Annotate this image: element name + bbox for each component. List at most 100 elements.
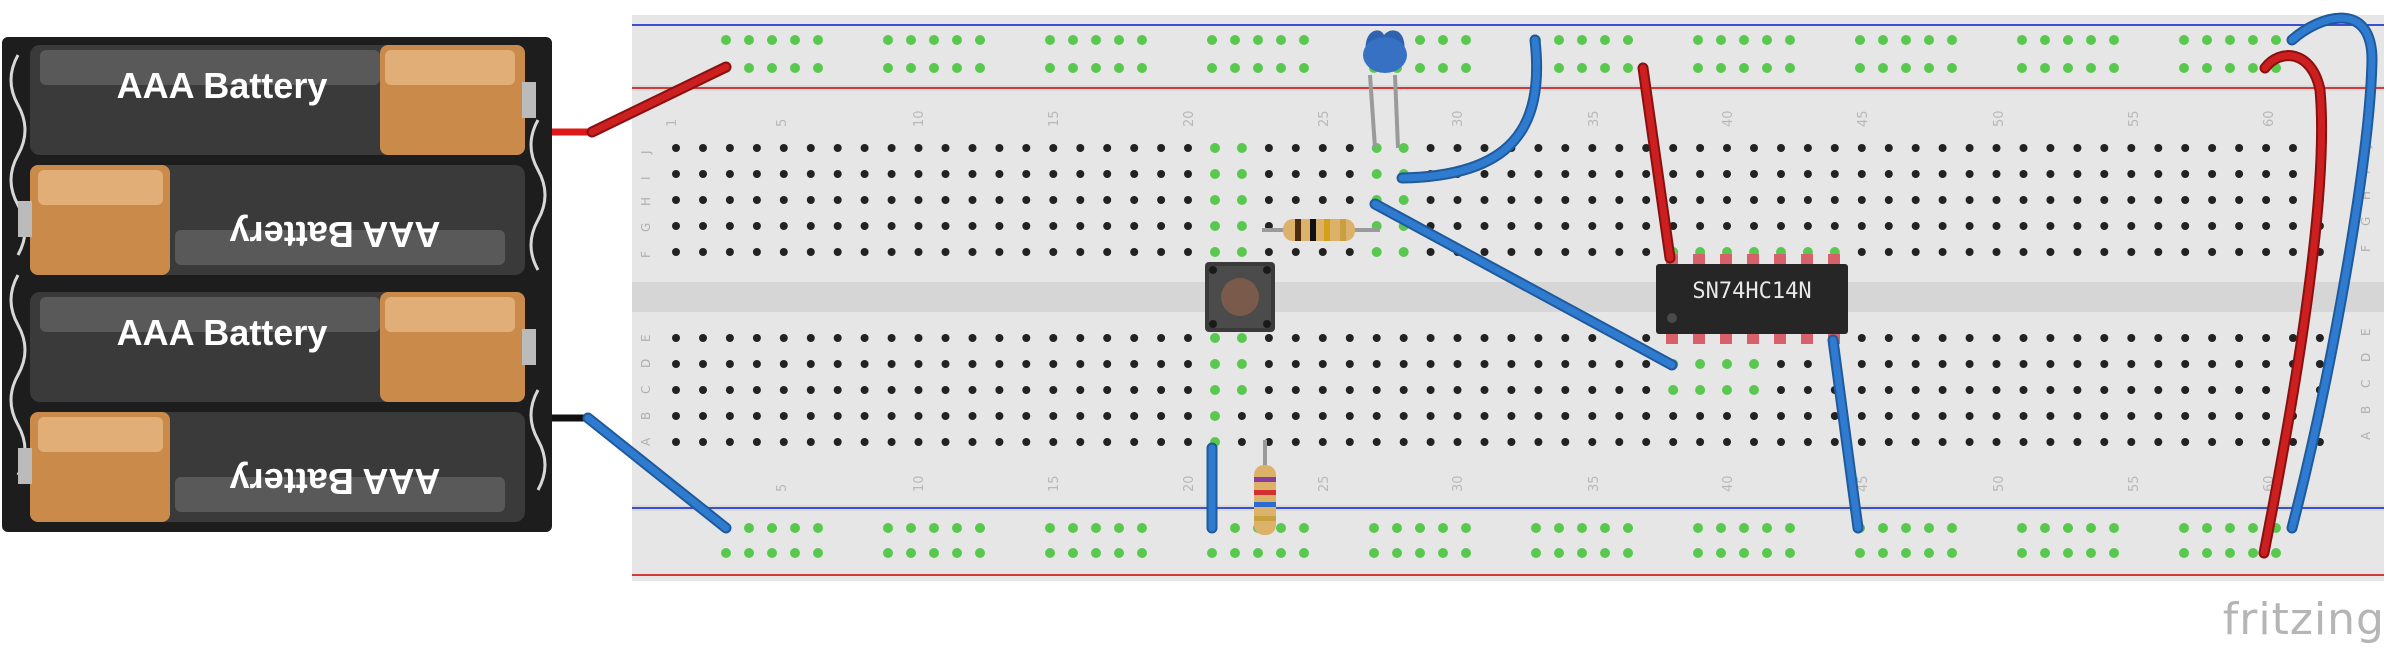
- hole-bottom-52-0: [2046, 334, 2055, 342]
- battery-cell-1: AAA Battery: [30, 45, 536, 155]
- hole-bottom-25-1: [1318, 360, 1327, 368]
- hole-top-29-2: [1426, 196, 1435, 204]
- hole-top-16-0: [1076, 144, 1085, 152]
- rail-hole-1-5-2: [1577, 63, 1587, 73]
- hole-top-47-3: [1911, 222, 1920, 230]
- rail-hole-3-9-0: [2179, 548, 2189, 558]
- row-label-b-right: B: [2359, 406, 2373, 414]
- hole-top-44-3: [1830, 222, 1839, 230]
- hole-top-1-4: [672, 248, 680, 256]
- hole-bottom-46-2: [1884, 386, 1893, 394]
- hole-top-26-1: [1345, 170, 1354, 178]
- hole-bottom-57-4: [2181, 438, 2190, 446]
- hole-top-35-2: [1588, 196, 1597, 204]
- hole-top-26-2: [1345, 196, 1354, 204]
- hole-bottom-9-3: [887, 412, 896, 420]
- hole-bottom-12-1: [968, 360, 977, 368]
- hole-bottom-32-3: [1507, 412, 1516, 420]
- hole-bottom-35-3: [1588, 412, 1597, 420]
- hole-bottom-39-4: [1696, 438, 1705, 446]
- hole-top-4-1: [752, 170, 761, 178]
- rail-hole-1-8-0: [2017, 63, 2027, 73]
- rail-hole-2-8-1: [2040, 523, 2050, 533]
- hole-bottom-49-4: [1965, 438, 1974, 446]
- hole-top-19-0: [1157, 144, 1166, 152]
- rail-hole-0-6-1: [1716, 35, 1726, 45]
- rail-hole-3-9-2: [2225, 548, 2235, 558]
- hole-bottom-15-0: [1049, 334, 1058, 342]
- hole-bottom-27-3: [1372, 412, 1381, 420]
- hole-bottom-32-2: [1507, 386, 1516, 394]
- rail-hole-0-3-1: [1230, 35, 1240, 45]
- battery-cell-4: AAA Battery: [18, 412, 525, 522]
- rail-hole-1-9-1: [2202, 63, 2212, 73]
- row-label-f-right: F: [2359, 245, 2373, 252]
- hole-top-36-0: [1615, 144, 1624, 152]
- hole-top-9-0: [887, 144, 896, 152]
- rail-hole-3-6-1: [1716, 548, 1726, 558]
- hole-top-9-2: [887, 196, 896, 204]
- hole-bottom-47-3: [1911, 412, 1920, 420]
- hole-bottom-20-2: [1184, 386, 1192, 394]
- hole-bottom-34-0: [1561, 334, 1570, 342]
- hole-bottom-59-4: [2235, 438, 2244, 446]
- rail-hole-2-0-3: [790, 523, 800, 533]
- battery-cell-4-label: AAA Battery: [230, 461, 441, 502]
- rail-hole-2-2-2: [1091, 523, 1101, 533]
- hole-top-17-1: [1103, 170, 1112, 178]
- hole-bottom-43-1: [1803, 360, 1812, 368]
- hole-top-18-4: [1130, 248, 1139, 256]
- hole-top-42-0: [1777, 144, 1785, 152]
- row-label-d-right: D: [2359, 353, 2373, 362]
- hole-bottom-2-0: [699, 334, 707, 342]
- rail-hole-0-2-3: [1114, 35, 1124, 45]
- rail-hole-0-0-2: [767, 35, 777, 45]
- hole-bottom-18-3: [1130, 412, 1139, 420]
- hole-top-45-3: [1857, 222, 1866, 230]
- hole-bottom-48-0: [1938, 334, 1947, 342]
- hole-bottom-32-0: [1507, 334, 1516, 342]
- rail-hole-0-8-1: [2040, 35, 2050, 45]
- hole-top-35-4: [1588, 248, 1597, 256]
- hole-bottom-55-1: [2127, 360, 2136, 368]
- hole-bottom-51-3: [2019, 412, 2028, 420]
- hole-bottom-34-4: [1561, 438, 1570, 446]
- wire-red-rail-bridge-core: [2260, 52, 2326, 557]
- hole-top-14-0: [1022, 144, 1031, 152]
- hole-top-21-0: [1210, 143, 1220, 153]
- hole-bottom-26-3: [1345, 412, 1354, 420]
- hole-bottom-2-1: [699, 360, 707, 368]
- hole-top-53-4: [2073, 248, 2082, 256]
- hole-bottom-26-0: [1345, 334, 1354, 342]
- hole-top-35-3: [1588, 222, 1597, 230]
- rail-hole-1-1-3: [952, 63, 962, 73]
- hole-top-61-0: [2289, 144, 2297, 152]
- hole-bottom-42-2: [1777, 386, 1785, 394]
- hole-top-15-2: [1049, 196, 1058, 204]
- hole-bottom-53-3: [2073, 412, 2082, 420]
- hole-top-16-2: [1076, 196, 1085, 204]
- hole-bottom-3-0: [725, 334, 734, 342]
- hole-top-42-3: [1777, 222, 1785, 230]
- rail-hole-0-6-4: [1785, 35, 1795, 45]
- hole-bottom-62-0: [2315, 334, 2324, 342]
- hole-top-40-3: [1723, 222, 1731, 230]
- hole-top-46-4: [1884, 248, 1893, 256]
- rail-hole-0-6-3: [1762, 35, 1772, 45]
- rail-hole-0-7-4: [1947, 35, 1957, 45]
- ic-chip-sn74hc14n: SN74HC14N: [1656, 254, 1848, 344]
- hole-bottom-40-3: [1723, 412, 1731, 420]
- rail-hole-3-8-3: [2086, 548, 2096, 558]
- hole-bottom-10-1: [914, 360, 923, 368]
- hole-bottom-56-4: [2154, 438, 2163, 446]
- hole-top-6-3: [806, 222, 815, 230]
- col-num-bottom-40: 40: [1721, 475, 1736, 492]
- hole-top-55-0: [2127, 144, 2136, 152]
- hole-top-38-1: [1669, 170, 1678, 178]
- rail-hole-3-4-2: [1415, 548, 1425, 558]
- hole-bottom-4-1: [752, 360, 761, 368]
- hole-bottom-20-1: [1184, 360, 1192, 368]
- rail-hole-0-4-3: [1438, 35, 1448, 45]
- hole-bottom-46-4: [1884, 438, 1893, 446]
- hole-bottom-1-2: [672, 386, 680, 394]
